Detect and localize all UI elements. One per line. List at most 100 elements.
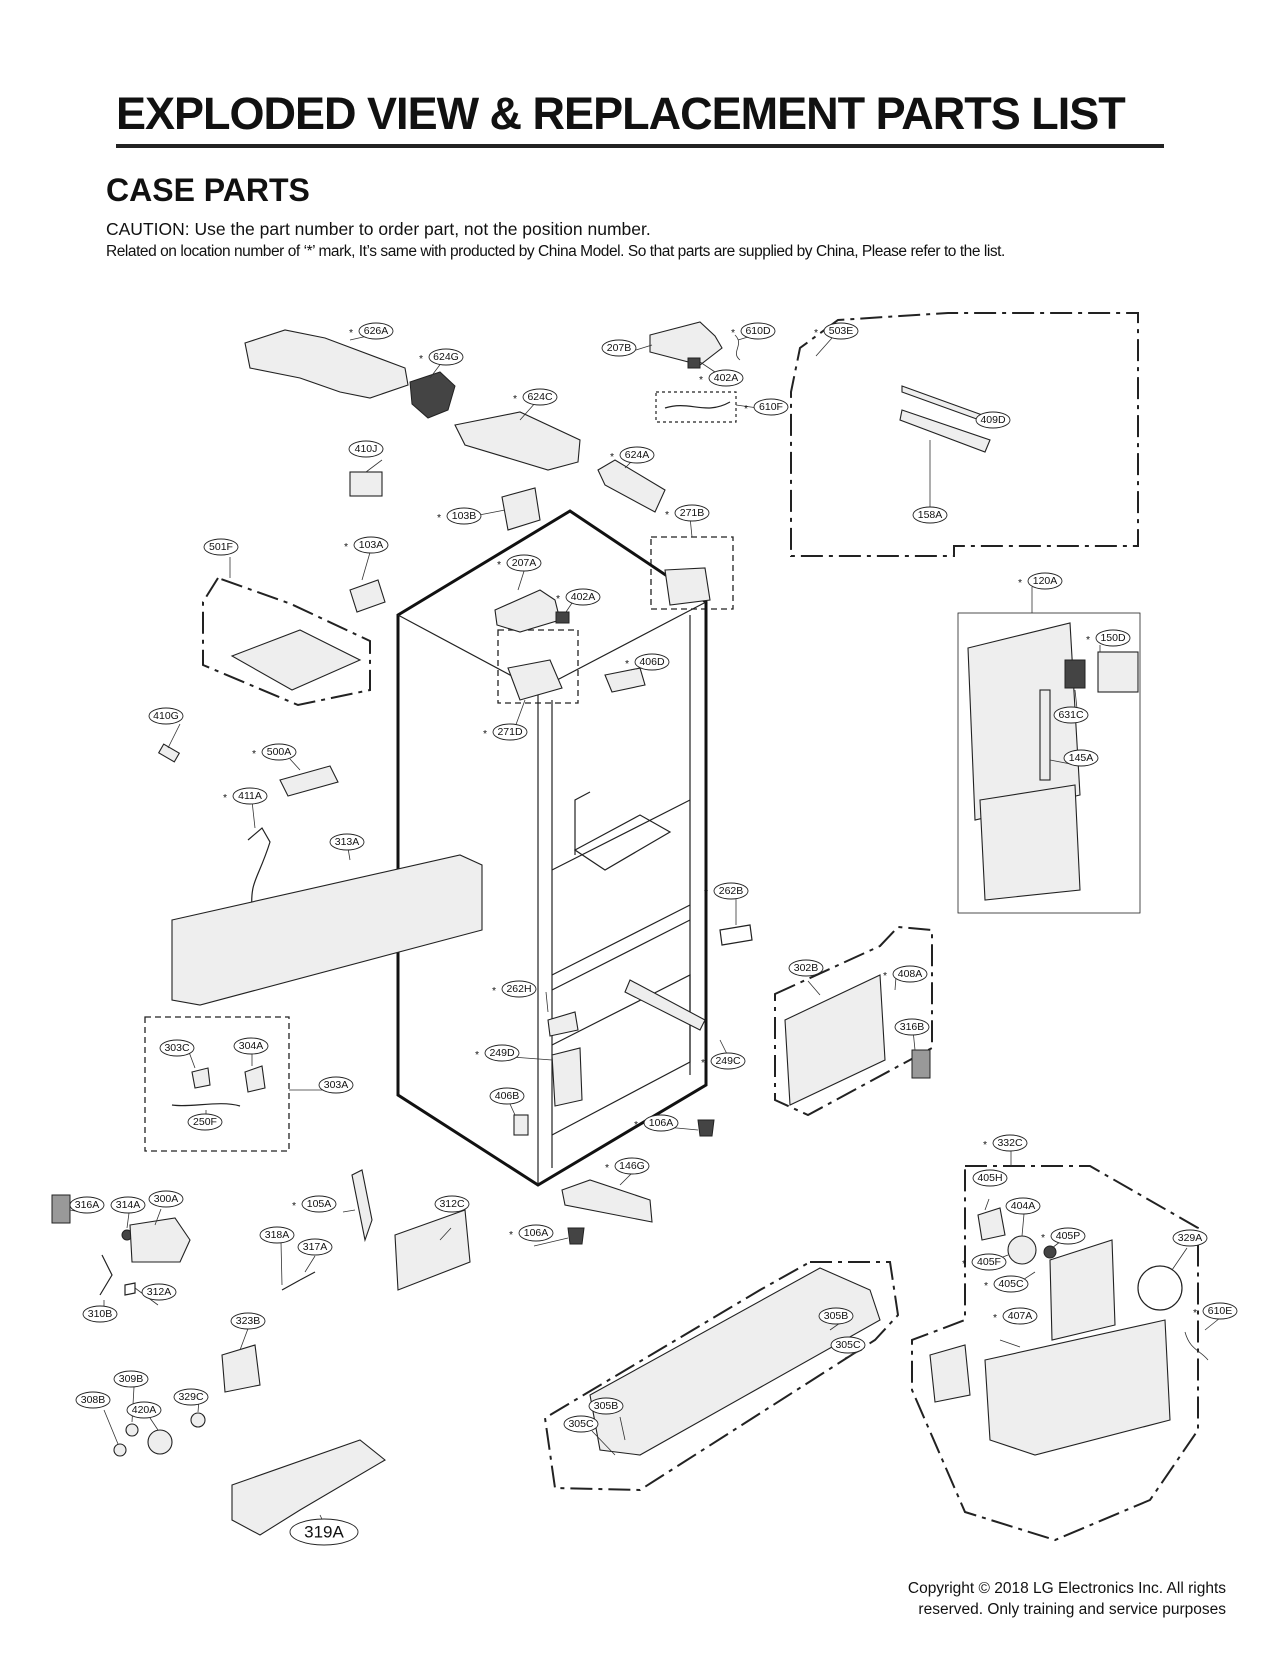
- callout-317a: 317A: [297, 1238, 333, 1256]
- callout-bubble: [619, 446, 655, 464]
- part-305-plate: [589, 1267, 881, 1456]
- china-mark-star: *: [344, 541, 348, 553]
- callout-bubble: [1202, 1302, 1238, 1320]
- callout-bubble: [522, 388, 558, 406]
- callout-label: 106A: [649, 1117, 674, 1129]
- callout-313a: 313A: [329, 833, 365, 851]
- callout-145a: 145A: [1063, 749, 1099, 767]
- callout-label: 312C: [439, 1198, 465, 1210]
- callout-label: 207A: [512, 557, 537, 569]
- callout-271d: 271D*: [483, 723, 528, 741]
- china-mark-star: *: [475, 1049, 479, 1061]
- callout-624a: 624A *: [610, 446, 655, 464]
- callout-bubble: [232, 787, 268, 805]
- callout-label: 106A: [524, 1227, 549, 1239]
- china-mark-star: *: [1193, 1307, 1197, 1319]
- part-249d: [551, 1047, 583, 1107]
- part-410g: [157, 743, 181, 763]
- callout-bubble: [992, 1134, 1028, 1152]
- part-624g: [409, 371, 456, 419]
- part-249c: [624, 979, 706, 1031]
- china-mark-star: *: [625, 658, 629, 670]
- callout-bubble: [975, 411, 1011, 429]
- callout-bubble: [446, 507, 482, 525]
- callout-332c: 332C*: [983, 1134, 1028, 1152]
- callout-bubble: [713, 882, 749, 900]
- callout-bubble: [69, 1196, 105, 1214]
- callout-label: 624A: [625, 449, 650, 461]
- callout-label: 316B: [900, 1021, 925, 1033]
- callout-bubble: [1050, 1227, 1086, 1245]
- part-316b: [911, 1049, 931, 1079]
- callout-158a: 158A: [912, 506, 948, 524]
- callout-bubble: [614, 1157, 650, 1175]
- callout-305b: 305B: [588, 1397, 624, 1415]
- callout-label: 323B: [236, 1315, 261, 1327]
- callout-305c: 305C: [563, 1415, 599, 1433]
- part-262b: [719, 924, 753, 946]
- callout-405p: 405P*: [1041, 1227, 1086, 1245]
- group-outline-303a: [144, 1016, 290, 1152]
- china-mark-star: *: [349, 327, 353, 339]
- callout-bubble: [233, 1037, 269, 1055]
- callout-626a: 626A*: [349, 322, 394, 340]
- china-mark-star: *: [605, 1162, 609, 1174]
- part-420a: [147, 1429, 173, 1455]
- callout-label: 314A: [116, 1199, 141, 1211]
- callout-105a: 105A*: [292, 1195, 337, 1213]
- callout-249d: 249D*: [475, 1044, 520, 1062]
- china-mark-star: *: [610, 451, 614, 463]
- callout-bubble: [601, 339, 637, 357]
- part-610f-wire: [664, 401, 731, 409]
- callout-408a: 408A*: [883, 965, 928, 983]
- callout-106a: 106A *: [509, 1224, 554, 1242]
- callout-319a: 319A: [289, 1518, 359, 1546]
- callout-207a: 207A*: [497, 554, 542, 572]
- callout-label: 145A: [1069, 752, 1094, 764]
- callout-label: 624C: [527, 391, 553, 403]
- china-mark-star: *: [962, 1258, 966, 1270]
- callout-207b: 207B: [601, 339, 637, 357]
- group-outline-408a: [774, 925, 933, 1117]
- callout-label: 158A: [918, 509, 943, 521]
- callout-bubble: [708, 369, 744, 387]
- callout-bubble: [148, 707, 184, 725]
- callout-405c: 405C*: [984, 1275, 1029, 1293]
- callout-610f: 610F *: [744, 398, 789, 416]
- part-610e: [1184, 1331, 1209, 1361]
- callout-label: 610E: [1208, 1305, 1233, 1317]
- callout-label: 402A: [571, 591, 596, 603]
- part-310b: [99, 1254, 113, 1296]
- part-406d: [604, 667, 646, 693]
- part-262h: [547, 1011, 579, 1037]
- callout-410j: 410J: [348, 440, 384, 458]
- callout-label: 402A: [714, 372, 739, 384]
- callout-bubble: [823, 322, 859, 340]
- callout-bubble: [261, 743, 297, 761]
- callout-500a: 500A*: [252, 743, 297, 761]
- part-500a: [279, 765, 339, 797]
- part-631c: [1064, 659, 1086, 689]
- group-outline-120a: [957, 612, 1141, 914]
- callout-label: 503E: [829, 325, 854, 337]
- callout-120a: 120A*: [1018, 572, 1063, 590]
- part-405h: [977, 1207, 1006, 1241]
- part-146g: [561, 1179, 653, 1223]
- callout-406b: 406B: [489, 1087, 525, 1105]
- callout-label: 610F: [759, 401, 783, 413]
- part-304a: [244, 1065, 266, 1093]
- callout-624c: 624C*: [513, 388, 558, 406]
- callout-150d: 150D*: [1086, 629, 1131, 647]
- china-mark-star: *: [509, 1229, 513, 1241]
- callout-405f: 405F*: [962, 1253, 1007, 1271]
- china-mark-star: *: [556, 593, 560, 605]
- callout-label: 302B: [794, 962, 819, 974]
- part-411a: [247, 827, 271, 911]
- callout-bubble: [674, 504, 710, 522]
- part-318a: [281, 1279, 301, 1291]
- callout-bubble: [203, 538, 239, 556]
- china-mark-star: *: [744, 403, 748, 415]
- part-501f: [230, 629, 362, 691]
- callout-316b: 316B: [894, 1018, 930, 1036]
- callout-bubble: [830, 1336, 866, 1354]
